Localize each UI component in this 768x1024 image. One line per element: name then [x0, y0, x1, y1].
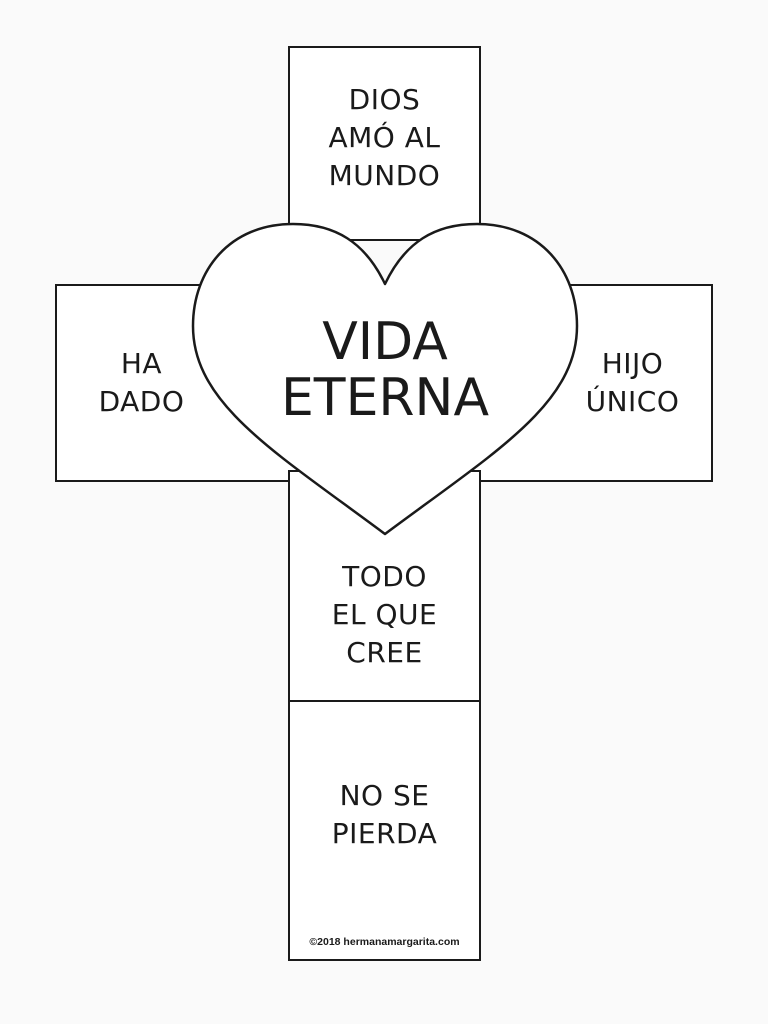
top-line-1: DIOS — [348, 82, 421, 116]
left-panel-text: HA DADO — [99, 345, 185, 421]
right-line-2: ÚNICO — [585, 385, 680, 418]
right-line-1: HIJO — [601, 347, 664, 380]
top-line-3: MUNDO — [328, 158, 441, 192]
bottom-panel-text: NO SE PIERDA — [332, 777, 438, 853]
bottom-line-2: PIERDA — [331, 816, 438, 850]
right-panel-text: HIJO ÚNICO — [586, 345, 680, 421]
cross-top-panel: DIOS AMÓ AL MUNDO — [288, 46, 481, 241]
top-line-2: AMÓ AL — [328, 120, 441, 154]
left-line-2: DADO — [98, 385, 185, 418]
heart-line-2: ETERNA — [280, 368, 490, 428]
heart-line-1: VIDA — [322, 312, 448, 372]
heart-text: VIDA ETERNA — [220, 314, 550, 426]
heart-outline — [191, 222, 579, 536]
middle-panel-text: TODO EL QUE CREE — [332, 558, 437, 672]
cross-right-panel: HIJO ÚNICO — [472, 284, 713, 482]
middle-line-1: TODO — [342, 560, 427, 593]
copyright-notice: ©2018 hermanamargarita.com — [309, 936, 460, 948]
middle-line-2: EL QUE — [331, 598, 438, 631]
left-line-1: HA — [120, 347, 163, 380]
bottom-line-1: NO SE — [339, 778, 430, 812]
top-panel-text: DIOS AMÓ AL MUNDO — [328, 81, 440, 195]
cross-bottom-panel: NO SE PIERDA — [288, 700, 481, 961]
middle-line-3: CREE — [346, 636, 423, 669]
heart-shape — [191, 222, 579, 536]
